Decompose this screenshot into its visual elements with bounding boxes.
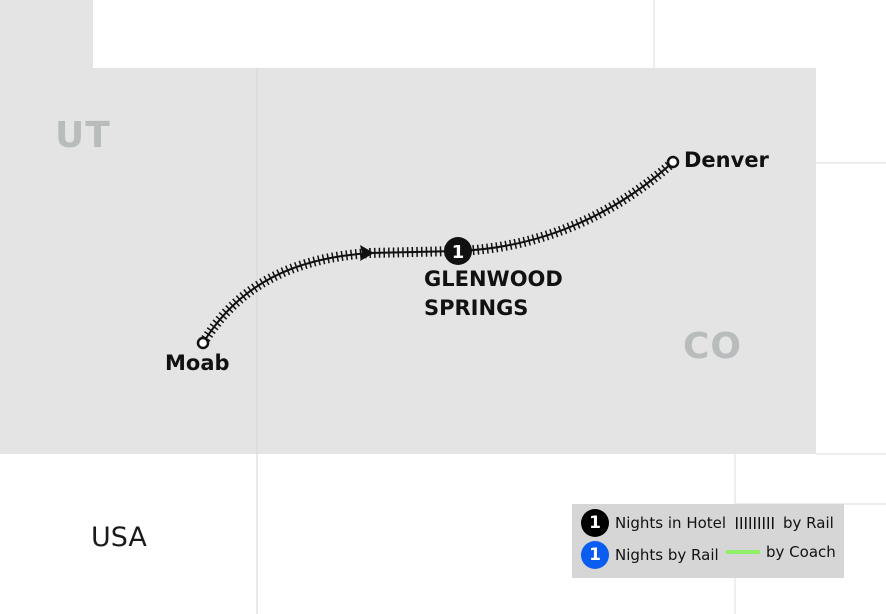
legend-hotel-label: Nights in Hotel (615, 514, 727, 532)
rail-night-legend-badge: 1 (581, 541, 609, 569)
legend-row-rail-nights: 1 Nights by Rail (572, 541, 719, 569)
legend-row-coach: by Coach (726, 538, 836, 566)
country-label: USA (91, 522, 147, 553)
denver-marker[interactable] (666, 155, 680, 169)
map-legend: 1 Nights in Hotel by Rail 1 Nights by Ra… (572, 504, 844, 578)
hotel-night-legend-badge: 1 (581, 509, 609, 537)
legend-rail-label: by Rail (783, 514, 834, 532)
state-label-co: CO (683, 326, 743, 367)
legend-rail-nights-label: Nights by Rail (615, 546, 719, 564)
legend-row-rail: by Rail (735, 509, 834, 537)
legend-row-hotel: 1 Nights in Hotel (572, 509, 726, 537)
city-label-springs: SPRINGS (424, 296, 529, 320)
city-label-glenwood: GLENWOOD (424, 267, 563, 291)
city-label-moab: Moab (165, 351, 230, 375)
utah-region-top (0, 0, 93, 70)
hotel-night-badge (444, 237, 472, 265)
legend-coach-label: by Coach (766, 543, 836, 561)
moab-marker[interactable] (196, 336, 210, 350)
glenwood-springs-marker[interactable]: 1 (444, 237, 472, 265)
highlight-region (0, 68, 816, 454)
coach-line-icon (726, 550, 760, 554)
hotel-night-count: 1 (452, 242, 465, 263)
city-label-denver: Denver (684, 148, 769, 172)
direction-arrow-icon (360, 245, 374, 261)
rail-track-icon (736, 517, 776, 529)
state-label-ut: UT (55, 115, 111, 156)
